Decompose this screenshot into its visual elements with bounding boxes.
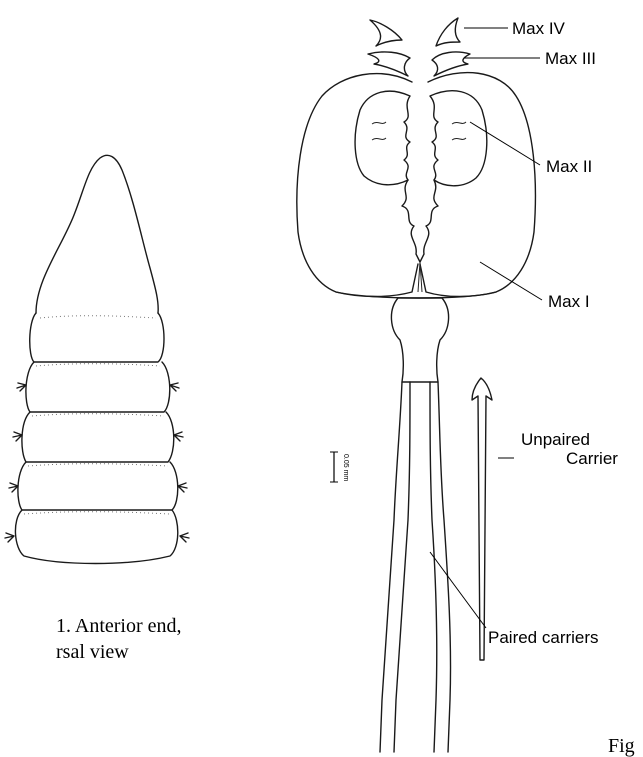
label-max-iv: Max IV (512, 19, 566, 38)
segment-2 (26, 362, 170, 412)
caption-line-2: rsal view (56, 641, 129, 663)
maxilla-ii-left (355, 91, 410, 185)
segment-4 (18, 462, 178, 510)
parapodia-right (170, 383, 189, 542)
unpaired-carrier-rod (472, 378, 492, 660)
label-paired-carriers: Paired carriers (488, 628, 599, 647)
anterior-end-drawing (5, 155, 189, 563)
caption-fig-fragment: Fig (608, 735, 635, 757)
maxilla-i-right (420, 73, 535, 297)
maxilla-iii-left (368, 52, 410, 76)
maxilla-ii-right (430, 91, 487, 186)
label-unpaired: Unpaired (521, 430, 590, 449)
scale-bar: 0.05 mm (330, 452, 349, 482)
maxilla-i-left (297, 74, 418, 297)
unpaired-stalk (391, 298, 448, 382)
label-max-iii: Max III (545, 49, 596, 68)
scale-bar-text: 0.05 mm (342, 454, 349, 481)
segment-5 (15, 510, 177, 564)
maxilla-iv-right (436, 18, 460, 46)
segment-3 (22, 412, 174, 462)
label-max-ii: Max II (546, 157, 592, 176)
parapodia-left (5, 383, 26, 542)
maxilla-iv-left (370, 20, 402, 46)
caption-line-1: 1. Anterior end, (56, 615, 182, 637)
paired-carrier-right (430, 382, 451, 752)
central-teeth (402, 180, 438, 262)
label-carrier: Carrier (566, 449, 618, 468)
label-max-i: Max I (548, 292, 590, 311)
paired-carrier-left (380, 382, 410, 752)
prostomium-outline (36, 155, 158, 313)
segment-1 (30, 313, 164, 362)
